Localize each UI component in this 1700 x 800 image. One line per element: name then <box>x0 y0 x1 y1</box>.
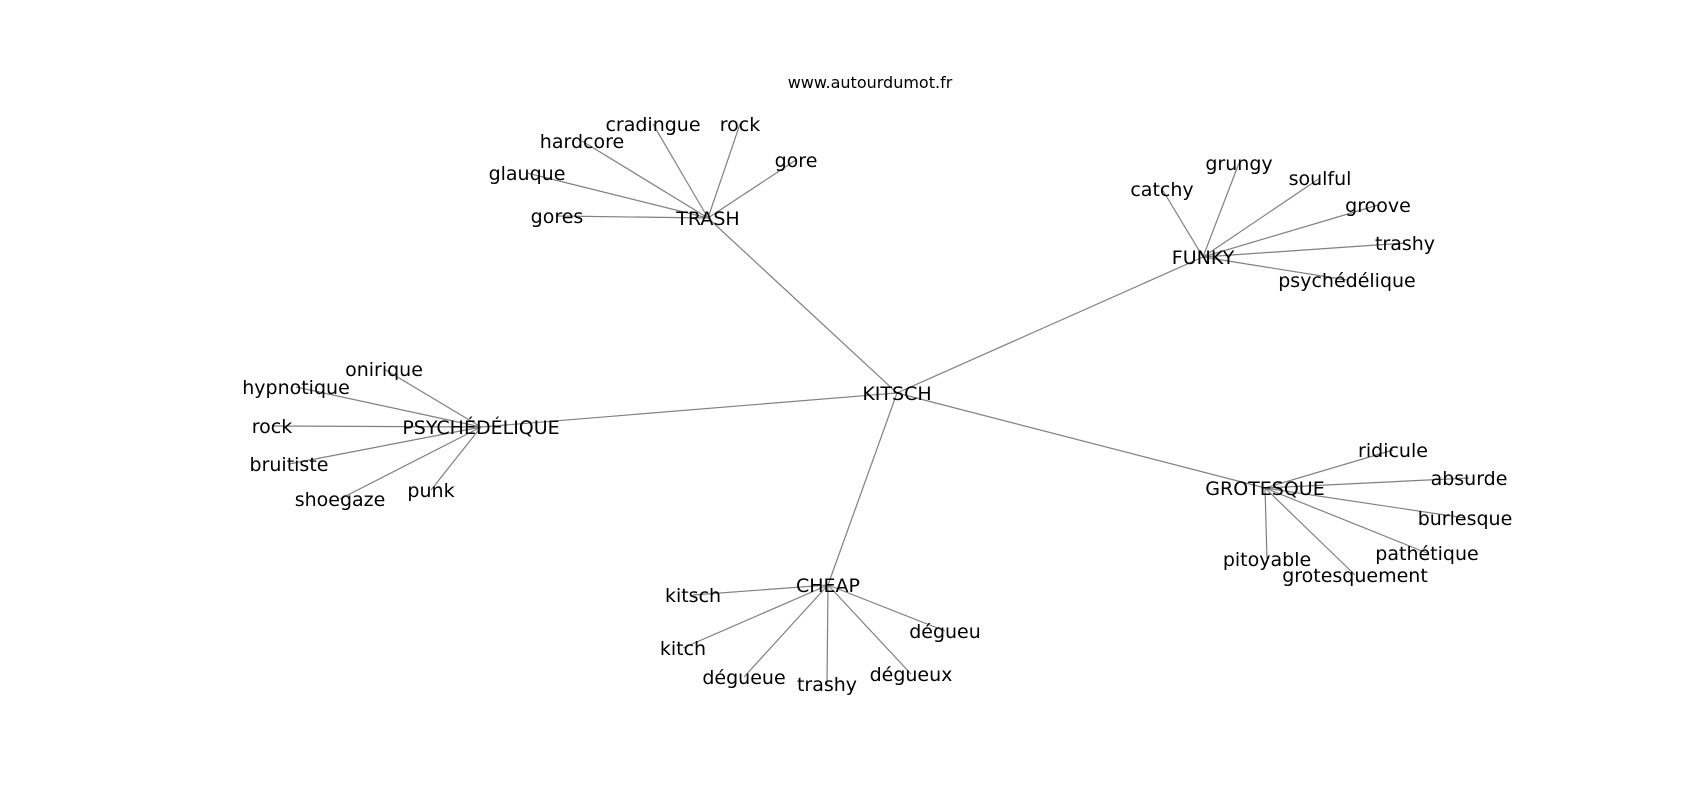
node-leaf-trash-gores: gores <box>531 206 584 228</box>
node-leaf-psy-shoegaze: shoegaze <box>295 489 386 511</box>
edge-psychedelique-psy-onirique <box>383 368 482 428</box>
node-leaf-gro-burlesque: burlesque <box>1418 508 1513 530</box>
node-leaf-gro-pitoyable: pitoyable <box>1223 549 1311 571</box>
node-leaf-funky-soulful: soulful <box>1289 168 1352 190</box>
edge-psychedelique-psy-rock <box>271 425 482 428</box>
edge-trash-trash-hardcore <box>581 140 709 219</box>
node-hub-funky: FUNKY <box>1172 247 1235 269</box>
edge-kitsch-trash <box>707 217 898 394</box>
edge-funky-funky-psychedelique <box>1202 256 1348 281</box>
edge-psychedelique-psy-shoegaze <box>339 426 482 500</box>
edge-cheap-cheap-degueu <box>827 584 946 632</box>
node-leaf-cheap-trashy: trashy <box>797 674 857 696</box>
edge-cheap-cheap-kitch <box>682 584 829 649</box>
edge-trash-trash-rock <box>707 123 741 219</box>
node-leaf-cheap-kitch: kitch <box>660 638 706 660</box>
edge-grotesque-gro-grotesquement <box>1264 487 1356 576</box>
node-leaf-cheap-degueux: dégueux <box>870 664 953 686</box>
edge-trash-trash-gore <box>707 159 797 219</box>
node-leaf-trash-glauque: glauque <box>489 163 566 185</box>
edge-cheap-cheap-degueux <box>827 584 912 675</box>
node-leaf-trash-rock: rock <box>720 114 760 136</box>
node-leaf-trash-hardcore: hardcore <box>540 131 624 153</box>
edge-kitsch-cheap <box>827 392 898 586</box>
edge-trash-trash-cradingue <box>652 123 709 219</box>
node-leaf-gro-absurde: absurde <box>1431 468 1508 490</box>
edge-grotesque-gro-pitoyable <box>1264 487 1268 560</box>
node-hub-grotesque: GROTESQUE <box>1205 478 1324 500</box>
edge-psychedelique-psy-bruitiste <box>288 426 482 465</box>
edge-funky-funky-grungy <box>1202 162 1240 258</box>
edge-funky-funky-trashy <box>1202 242 1406 258</box>
node-leaf-psy-onirique: onirique <box>345 359 423 381</box>
graph-edges <box>271 123 1470 685</box>
node-hub-psychedelique: PSYCHÉDÉLIQUE <box>402 416 559 439</box>
node-leaf-psy-hypnotique: hypnotique <box>242 377 350 399</box>
node-hub-cheap: CHEAP <box>796 575 860 597</box>
node-leaf-trash-gore: gore <box>775 150 818 172</box>
node-leaf-gro-pathetique: pathétique <box>1375 543 1478 565</box>
node-leaf-funky-groove: groove <box>1345 195 1411 217</box>
edge-grotesque-gro-burlesque <box>1264 487 1466 519</box>
edge-cheap-cheap-kitsch <box>692 584 829 596</box>
edge-grotesque-gro-ridicule <box>1264 449 1394 489</box>
edge-trash-trash-glauque <box>526 172 709 219</box>
node-leaf-cheap-degueue: dégueue <box>702 667 785 689</box>
graph-labels: www.autourdumot.fr KITSCH TRASH gores glauq… <box>242 73 1512 696</box>
node-hub-trash: TRASH <box>675 208 739 230</box>
edge-grotesque-gro-absurde <box>1264 477 1470 489</box>
edge-kitsch-grotesque <box>896 392 1266 489</box>
edge-funky-funky-soulful <box>1202 177 1321 258</box>
edge-grotesque-gro-pathetique <box>1264 487 1428 554</box>
node-center-kitsch: KITSCH <box>862 383 931 405</box>
edge-kitsch-funky <box>896 256 1204 394</box>
edge-kitsch-psychedelique <box>480 392 898 428</box>
edge-psychedelique-psy-punk <box>430 426 482 491</box>
edge-cheap-cheap-degueue <box>743 584 829 678</box>
node-leaf-psy-punk: punk <box>407 480 454 502</box>
node-leaf-psy-bruitiste: bruitiste <box>250 454 329 476</box>
node-leaf-trash-cradingue: cradingue <box>605 114 700 136</box>
node-leaf-funky-psychedelique: psychédélique <box>1278 270 1415 292</box>
edge-funky-funky-groove <box>1202 204 1379 258</box>
node-leaf-funky-trashy: trashy <box>1375 233 1435 255</box>
node-leaf-funky-catchy: catchy <box>1130 179 1193 201</box>
edge-funky-funky-catchy <box>1161 188 1204 258</box>
edge-trash-trash-gores <box>556 215 709 219</box>
node-leaf-gro-ridicule: ridicule <box>1358 440 1428 462</box>
node-leaf-cheap-kitsch: kitsch <box>665 585 721 607</box>
node-leaf-cheap-degueu: dégueu <box>909 621 981 643</box>
node-leaf-psy-rock: rock <box>252 416 292 438</box>
site-url: www.autourdumot.fr <box>788 73 953 92</box>
edge-cheap-cheap-trashy <box>826 584 829 685</box>
node-leaf-funky-grungy: grungy <box>1205 153 1272 175</box>
node-leaf-gro-grotesquement: grotesquement <box>1282 565 1428 587</box>
edge-psychedelique-psy-hypnotique <box>295 386 482 428</box>
